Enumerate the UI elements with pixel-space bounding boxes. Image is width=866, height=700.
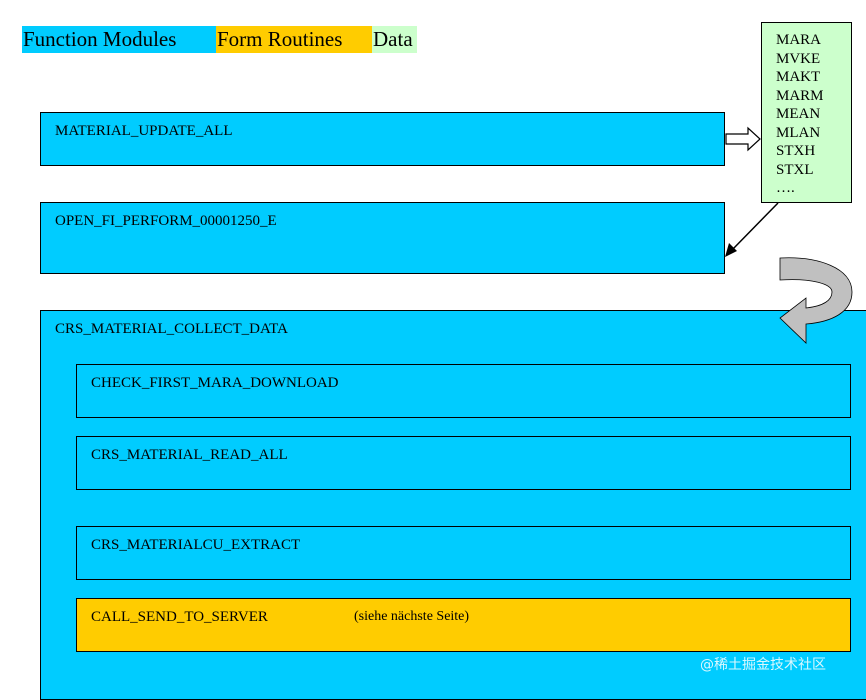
data-to-open-fi-line [731, 202, 779, 251]
legend-form-routines: Form Routines [216, 26, 372, 53]
data-table-item: …. [776, 180, 795, 196]
legend-data-label: Data [373, 27, 413, 51]
module-check-first-mara-download: CHECK_FIRST_MARA_DOWNLOAD [76, 364, 851, 418]
watermark: @稀土掘金技术社区 [700, 657, 826, 673]
form-routine-call-send-to-server: CALL_SEND_TO_SERVER (siehe nächste Seite… [76, 598, 851, 652]
data-tables-box: MARA MVKE MAKT MARM MEAN MLAN STXH STXL … [761, 22, 852, 203]
data-table-item: MEAN [776, 106, 821, 122]
legend-data: Data [372, 26, 417, 53]
module-label: MATERIAL_UPDATE_ALL [55, 123, 233, 139]
module-open-fi-perform: OPEN_FI_PERFORM_00001250_E [40, 202, 725, 274]
curved-arrow-icon [779, 257, 853, 344]
data-table-item: MARA [776, 32, 822, 48]
form-routine-note: (siehe nächste Seite) [354, 609, 470, 624]
arrows-overlay [725, 126, 853, 344]
module-label: OPEN_FI_PERFORM_00001250_E [55, 213, 277, 229]
legend-function-modules-label: Function Modules [23, 27, 177, 51]
module-crs-material-read-all: CRS_MATERIAL_READ_ALL [76, 436, 851, 490]
data-table-item: MARM [776, 87, 824, 104]
module-label: CRS_MATERIALCU_EXTRACT [91, 537, 301, 553]
form-routine-label: CALL_SEND_TO_SERVER [91, 609, 268, 625]
legend-function-modules: Function Modules [22, 26, 216, 53]
data-table-item: STXL [776, 161, 814, 178]
data-table-item: MAKT [776, 69, 821, 85]
module-label: CHECK_FIRST_MARA_DOWNLOAD [91, 375, 339, 391]
module-material-update-all: MATERIAL_UPDATE_ALL [40, 112, 725, 166]
module-label: CRS_MATERIAL_READ_ALL [91, 447, 288, 463]
hollow-right-arrow [725, 126, 761, 152]
data-table-item: MLAN [776, 124, 821, 141]
module-crs-materialcu-extract: CRS_MATERIALCU_EXTRACT [76, 526, 851, 580]
module-label: CRS_MATERIAL_COLLECT_DATA [55, 321, 288, 337]
data-table-item: STXH [776, 143, 816, 159]
legend-form-routines-label: Form Routines [217, 27, 343, 51]
data-table-item: MVKE [776, 50, 821, 67]
data-to-open-fi-arrowhead [725, 243, 737, 257]
